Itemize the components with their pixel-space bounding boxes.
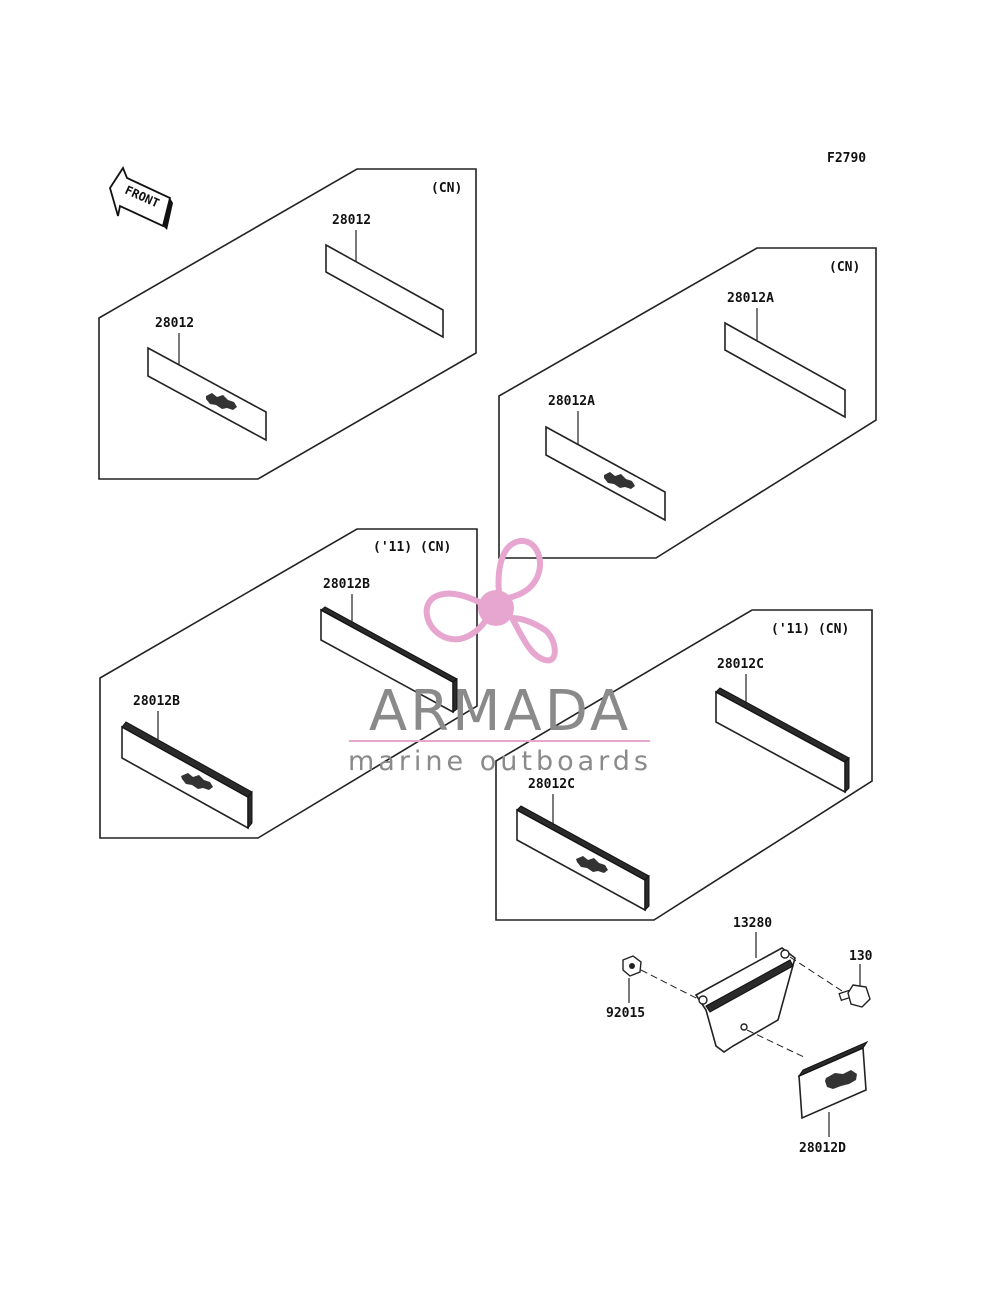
reflector-decal-with-logo xyxy=(545,425,666,522)
part-label: 28012C xyxy=(717,657,764,672)
part-label: 28012B xyxy=(133,694,180,709)
bracket-assembly: 13280 130 92015 28012D xyxy=(606,916,873,1156)
region-note: ('11) (CN) xyxy=(771,622,849,637)
reflector-decal-with-logo xyxy=(147,346,267,442)
logo-icon xyxy=(181,773,213,790)
front-arrow-icon: FRONT xyxy=(109,166,173,230)
region-28012: (CN) 28012 28012 xyxy=(98,168,477,480)
propeller-logo-icon xyxy=(423,537,558,664)
part-label: 28012A xyxy=(727,291,774,306)
part-label-bracket: 13280 xyxy=(733,916,772,931)
part-label: 28012 xyxy=(332,213,371,228)
part-label: 28012A xyxy=(548,394,595,409)
region-28012C: ('11) (CN) 28012C 28012C xyxy=(495,609,873,921)
logo-icon xyxy=(604,472,635,489)
region-note: (CN) xyxy=(431,181,462,196)
figure-code: F2790 xyxy=(827,151,866,166)
part-label-reflector: 28012D xyxy=(799,1141,846,1156)
region-28012B: ('11) (CN) 28012B 28012B xyxy=(99,528,478,839)
watermark-title: ARMADA xyxy=(369,679,631,744)
logo-icon xyxy=(825,1070,857,1089)
bolt-icon xyxy=(838,984,871,1008)
armada-watermark: ARMADA marine outboards xyxy=(348,537,652,777)
part-label: 28012B xyxy=(323,577,370,592)
nut-icon xyxy=(622,955,642,977)
part-label: 28012C xyxy=(528,777,575,792)
region-note: (CN) xyxy=(829,260,860,275)
logo-icon xyxy=(576,856,608,873)
bracket xyxy=(694,947,796,1053)
logo-icon xyxy=(206,393,237,410)
region-28012A: (CN) 28012A 28012A xyxy=(498,247,877,559)
reflector-decal xyxy=(325,243,444,339)
reflector-decal xyxy=(724,321,846,419)
part-label-bolt: 130 xyxy=(849,949,873,964)
part-label-nut: 92015 xyxy=(606,1006,645,1021)
watermark-subtitle: marine outboards xyxy=(348,746,652,777)
region-note: ('11) (CN) xyxy=(373,540,451,555)
part-label: 28012 xyxy=(155,316,194,331)
reflector-plate xyxy=(715,690,846,794)
